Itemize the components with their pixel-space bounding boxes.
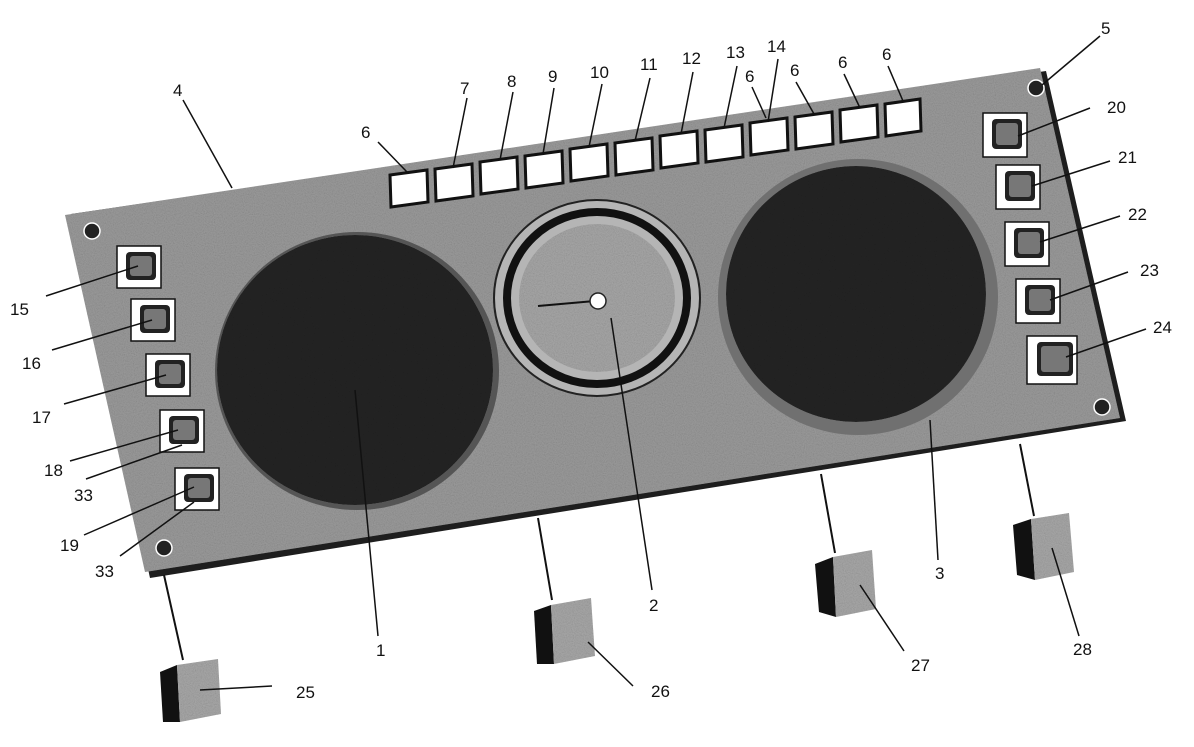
right-switch-column [982, 112, 1078, 385]
callout-15: 15 [10, 300, 29, 319]
callout-33a: 33 [74, 486, 93, 505]
connector-leads [163, 443, 1035, 661]
callout-28: 28 [1073, 640, 1092, 659]
callout-16: 16 [22, 354, 41, 373]
switch-16 [130, 298, 176, 342]
callout-6b: 6 [745, 67, 754, 86]
callout-20: 20 [1107, 98, 1126, 117]
screw-top-right [1027, 79, 1045, 97]
warning-lamp-6a [388, 168, 430, 209]
gauge-2 [493, 199, 701, 397]
callout-26: 26 [651, 682, 670, 701]
callout-3: 3 [935, 564, 944, 583]
warning-lamp-10 [568, 142, 610, 183]
callout-1: 1 [376, 641, 385, 660]
callout-7: 7 [460, 79, 469, 98]
callout-14: 14 [767, 37, 786, 56]
callout-labels: 1 2 3 4 5 6 7 8 9 10 11 12 13 14 6 6 6 6… [10, 19, 1172, 702]
warning-lamp-6c [838, 103, 880, 144]
callout-25: 25 [296, 683, 315, 702]
switch-24 [1026, 335, 1078, 385]
callout-6a: 6 [361, 123, 370, 142]
switch-20 [982, 112, 1028, 158]
callout-5: 5 [1101, 19, 1110, 38]
connector-26 [534, 598, 595, 664]
warning-lamp-12 [658, 129, 700, 170]
callout-6d: 6 [838, 53, 847, 72]
screw-top-left [83, 222, 101, 240]
callout-11: 11 [640, 55, 658, 74]
switch-19 [174, 467, 220, 511]
warning-lamp-6d [883, 97, 923, 138]
warning-lamp-6b [793, 110, 835, 151]
switch-22 [1004, 221, 1050, 267]
callout-13: 13 [726, 43, 745, 62]
callout-10: 10 [590, 63, 609, 82]
switch-17 [145, 353, 191, 397]
callout-21: 21 [1118, 148, 1137, 167]
callout-22: 22 [1128, 205, 1147, 224]
warning-lamp-row [388, 97, 923, 209]
leader-lines [45, 35, 1147, 691]
switch-15 [116, 245, 162, 289]
callout-24: 24 [1153, 318, 1172, 337]
callout-23: 23 [1140, 261, 1159, 280]
switch-23 [1015, 278, 1061, 324]
mounting-screws [83, 79, 1111, 557]
callout-9: 9 [548, 67, 557, 86]
screw-bottom-left [155, 539, 173, 557]
callout-12: 12 [682, 49, 701, 68]
connector-28 [1013, 513, 1074, 580]
warning-lamp-8 [478, 155, 520, 196]
callout-27: 27 [911, 656, 930, 675]
connector-25 [160, 659, 221, 722]
warning-lamp-7 [433, 162, 475, 203]
callout-18: 18 [44, 461, 63, 480]
connector-27 [815, 550, 876, 617]
callout-19: 19 [60, 536, 79, 555]
callout-6e: 6 [882, 45, 891, 64]
switch-21 [995, 164, 1041, 210]
gauge-3 [718, 159, 998, 435]
callout-33b: 33 [95, 562, 114, 581]
left-switch-column [116, 245, 220, 511]
callout-8: 8 [507, 72, 516, 91]
callout-2: 2 [649, 596, 658, 615]
callout-17: 17 [32, 408, 51, 427]
screw-bottom-right [1093, 398, 1111, 416]
gauge-1 [215, 232, 499, 510]
warning-lamp-11 [613, 136, 655, 177]
gauge-2-pivot [589, 292, 607, 310]
warning-lamp-9 [523, 149, 565, 190]
warning-lamp-13 [703, 123, 745, 164]
warning-lamp-14 [748, 116, 790, 157]
callout-6c: 6 [790, 61, 799, 80]
callout-4: 4 [173, 81, 182, 100]
